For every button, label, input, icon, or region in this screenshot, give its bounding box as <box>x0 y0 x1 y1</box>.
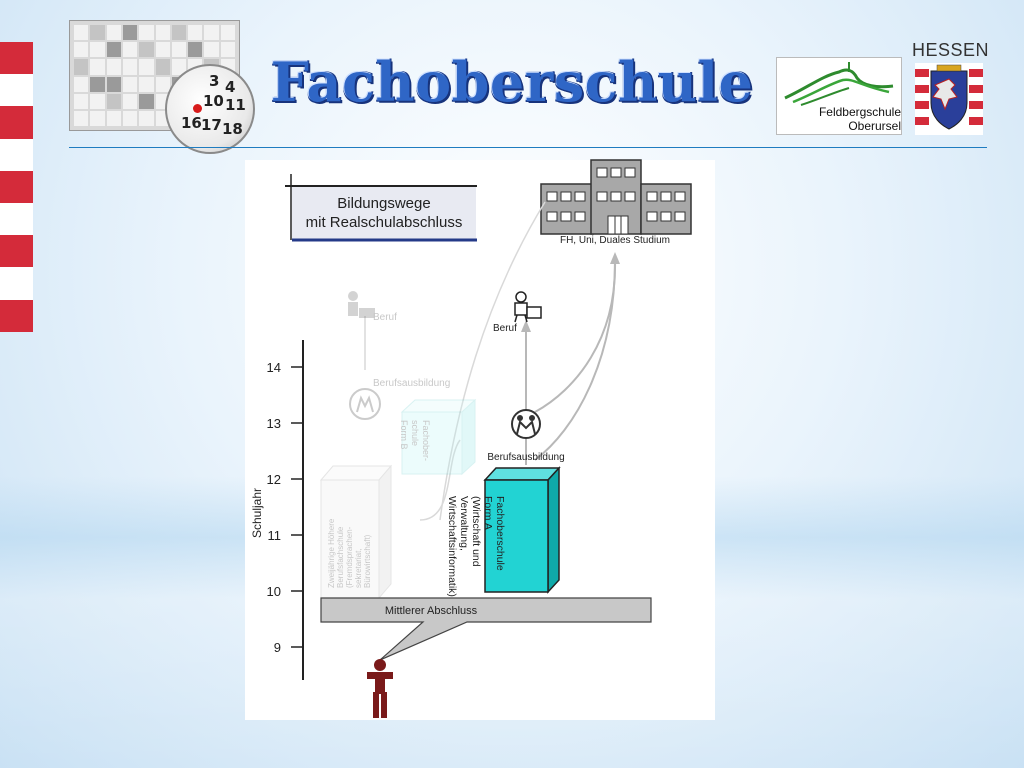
fos-line-3: (Wirtschaft und <box>470 496 482 567</box>
svg-text:Berufsausbildung: Berufsausbildung <box>373 378 450 389</box>
logo-line-1: Feldbergschule <box>818 105 901 119</box>
faded-path: Beruf Berufsausbildung Fachober-schuleFo… <box>319 291 477 600</box>
active-beruf-label: Beruf <box>493 323 517 334</box>
worker-icon-faded <box>348 291 375 318</box>
box-title-line-2: mit Realschulabschluss <box>306 214 463 231</box>
year-tick-11: 11 <box>268 528 282 543</box>
fos-line-2: Form A <box>482 496 494 530</box>
svg-text:FachoberschuleForm A(Wirtschaf: FachoberschuleForm A(Wirtschaft undVerwa… <box>446 496 506 597</box>
active-berufsausbildung-label: Berufsausbildung <box>487 452 564 463</box>
axis-label: Schuljahr <box>250 488 264 538</box>
fos-line-1: Fachoberschule <box>494 496 506 571</box>
building-icon <box>540 159 692 235</box>
calendar-image: 3 4 10 11 16 17 18 <box>69 20 255 154</box>
hessen-crest-icon <box>915 63 983 135</box>
bildungswege-diagram: Bildungswege mit Realschulabschluss FH, … <box>250 159 692 718</box>
feldbergschule-logo: Feldbergschule Oberursel <box>776 57 902 135</box>
fos-line-5: Wirtschaftsinformatik) <box>446 496 458 597</box>
top-building-label: FH, Uni, Duales Studium <box>560 235 670 246</box>
page-title: Fachoberschule <box>270 50 754 114</box>
svg-text:Zweijährige HöhereBerufsfachsc: Zweijährige HöhereBerufsfachschule(Fremd… <box>327 518 372 588</box>
person-icon <box>367 659 393 718</box>
handshake-icon <box>511 409 541 439</box>
mittlerer-abschluss-bar: Mittlerer Abschluss <box>320 597 652 661</box>
fos-form-a-block: FachoberschuleForm A(Wirtschaft undVerwa… <box>446 466 561 597</box>
handshake-icon-faded <box>349 388 381 420</box>
hill-logo-icon <box>784 62 894 106</box>
worker-icon <box>514 291 542 323</box>
year-tick-9: 9 <box>274 640 281 655</box>
mittlerer-abschluss-label: Mittlerer Abschluss <box>385 605 478 617</box>
year-tick-14: 14 <box>267 360 281 375</box>
fos-line-4: Verwaltung, <box>458 496 470 551</box>
year-tick-10: 10 <box>267 584 281 599</box>
svg-text:Fachober-schuleForm B: Fachober-schuleForm B <box>399 420 431 461</box>
year-tick-13: 13 <box>267 416 281 431</box>
hessen-label: HESSEN <box>912 40 990 60</box>
box-title-line-1: Bildungswege <box>337 195 430 212</box>
svg-text:Beruf: Beruf <box>373 312 397 323</box>
side-stripe-decoration <box>0 42 33 332</box>
logo-line-2: Oberursel <box>848 119 901 133</box>
calendar-clock-icon: 3 4 10 11 16 17 18 <box>165 64 255 154</box>
year-tick-12: 12 <box>267 472 281 487</box>
title-divider <box>69 147 987 148</box>
diagram-panel: Bildungswege mit Realschulabschluss FH, … <box>245 159 715 720</box>
